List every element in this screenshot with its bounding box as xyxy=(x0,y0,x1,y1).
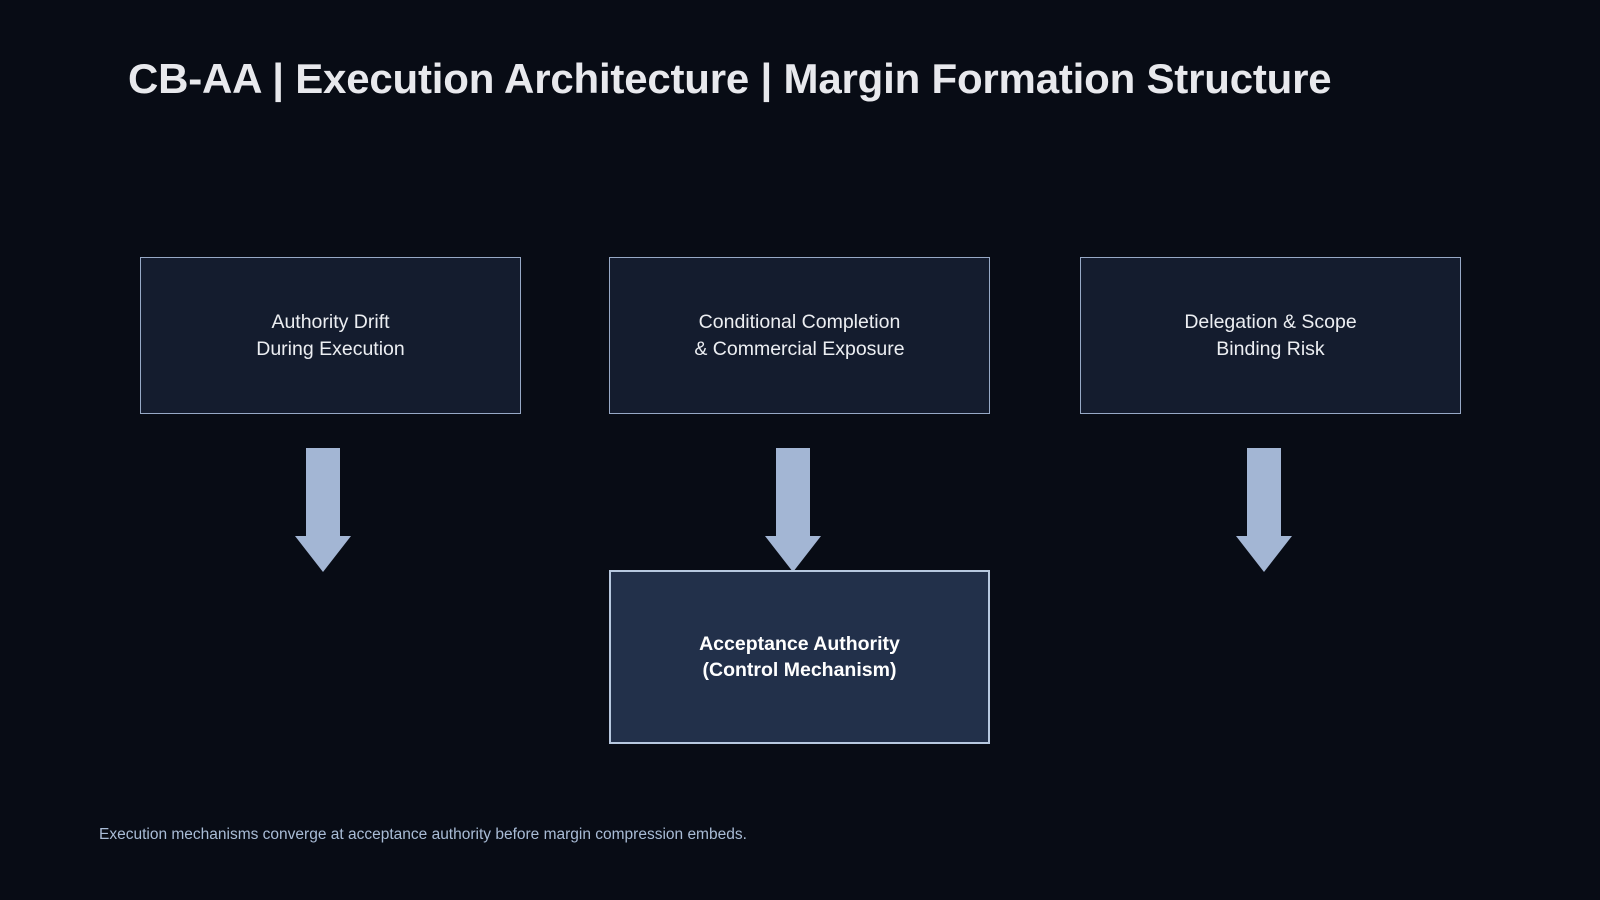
page-title: CB-AA | Execution Architecture | Margin … xyxy=(128,55,1332,102)
node-label: Acceptance Authority (Control Mechanism) xyxy=(699,632,900,682)
node-acceptance-authority[interactable]: Acceptance Authority (Control Mechanism) xyxy=(609,570,990,744)
node-label: Authority Drift During Execution xyxy=(256,311,405,360)
arrow-down-icon xyxy=(765,448,821,572)
arrow-down-icon xyxy=(295,448,351,572)
arrow-down-icon xyxy=(1236,448,1292,572)
node-label: Conditional Completion & Commercial Expo… xyxy=(694,311,905,360)
node-label: Delegation & Scope Binding Risk xyxy=(1184,311,1357,360)
footer-caption: Execution mechanisms converge at accepta… xyxy=(99,826,747,843)
node-conditional-completion[interactable]: Conditional Completion & Commercial Expo… xyxy=(609,257,990,414)
node-authority-drift[interactable]: Authority Drift During Execution xyxy=(140,257,521,414)
node-delegation-scope[interactable]: Delegation & Scope Binding Risk xyxy=(1080,257,1461,414)
